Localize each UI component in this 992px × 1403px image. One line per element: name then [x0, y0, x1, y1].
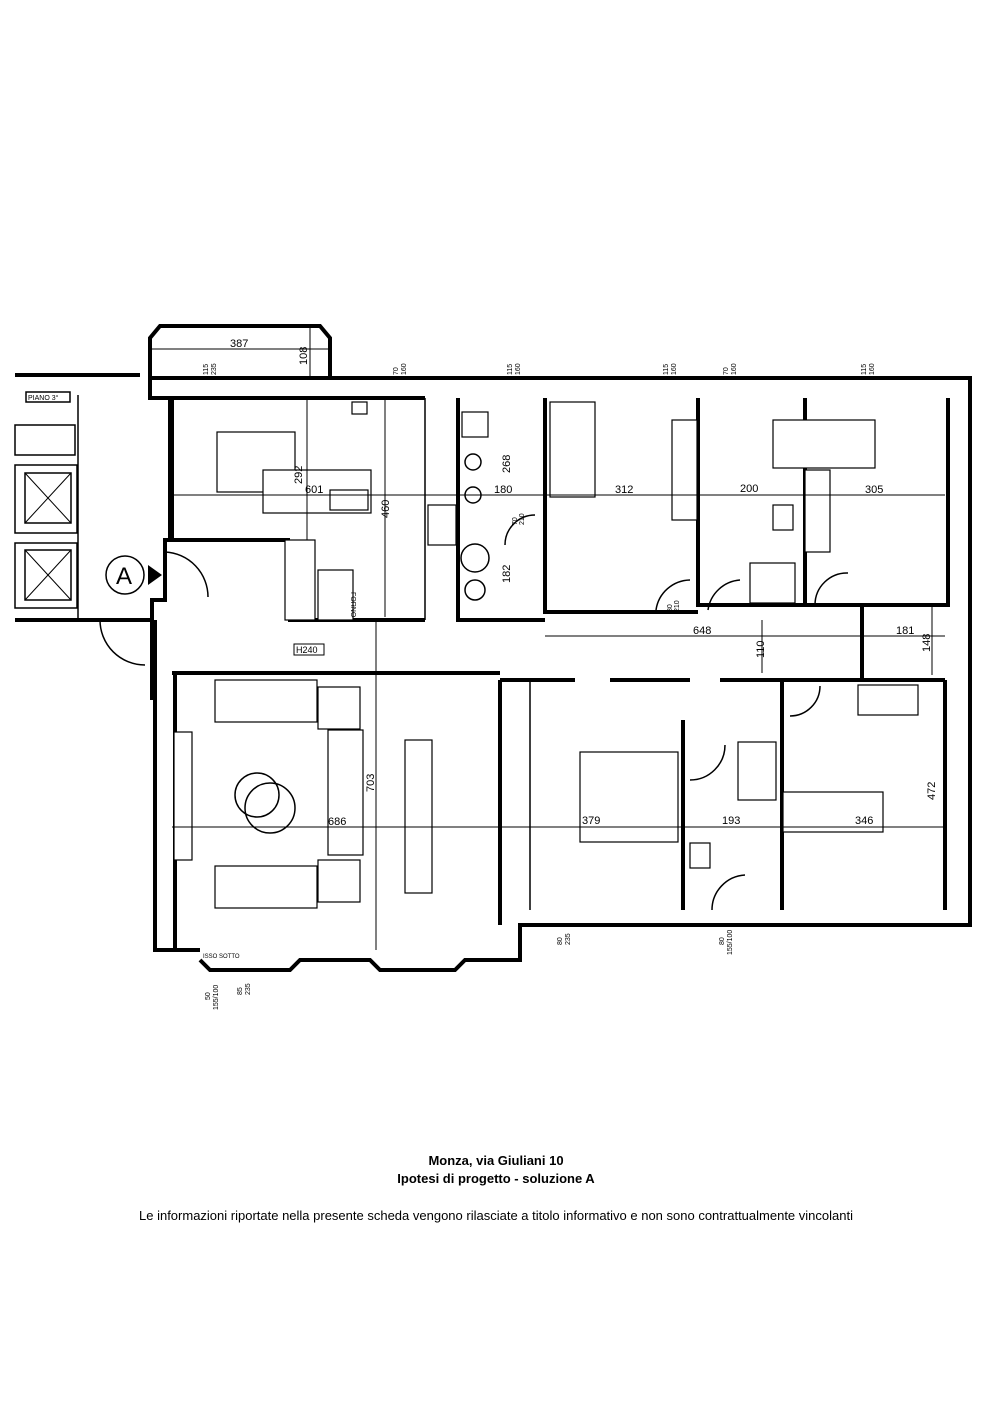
- window-width: 85: [237, 987, 244, 995]
- disclaimer: Le informazioni riportate nella presente…: [139, 1208, 853, 1223]
- dim-bath2-width: 193: [722, 815, 740, 827]
- floor-label: PIANO 3°: [28, 394, 59, 402]
- window-width: 115: [663, 364, 670, 375]
- dimension-lines: [150, 348, 945, 950]
- dim-bedroom2-width: 305: [865, 484, 883, 496]
- door-height: 210: [519, 513, 526, 525]
- dim-balcony-depth: 108: [298, 347, 310, 365]
- under-window-label: ISSO SOTTO: [203, 954, 240, 960]
- floor-label-box: [25, 391, 71, 403]
- window-height: 155/100: [213, 985, 220, 1010]
- dim-bath1-width: 200: [740, 483, 758, 495]
- dim-kitchen-table: 292: [293, 466, 305, 484]
- address-title: Monza, via Giuliani 10: [428, 1153, 564, 1168]
- dim-living-width: 686: [328, 816, 346, 828]
- dim-balcony-width: 387: [230, 338, 248, 350]
- dim-hall-width: 181: [896, 625, 914, 637]
- window-width: 70: [393, 367, 400, 375]
- entrance-marker: A: [99, 551, 209, 666]
- dim-kitchen-depth: 460: [380, 500, 392, 518]
- oven-label: FORNO: [349, 592, 356, 618]
- window-height: 235: [211, 363, 218, 375]
- window-height: 235: [245, 983, 252, 995]
- window-height: 160: [869, 363, 876, 375]
- exterior-walls: [15, 373, 972, 972]
- dim-pantry-depth: 268: [501, 455, 513, 473]
- door-height: 210: [674, 600, 681, 612]
- door-tags: 70 210 80 210: [504, 513, 849, 911]
- window-width: 115: [507, 364, 514, 375]
- dim-bedroom1-width: 312: [615, 484, 633, 496]
- door-width: 70: [512, 517, 519, 525]
- window-width: 50: [205, 992, 212, 1000]
- window-height: 160: [401, 363, 408, 375]
- window-height: 155/100: [727, 930, 734, 955]
- dimension-labels: 387 108 292 601 460 268 180 182 312 200 …: [230, 338, 938, 828]
- window-tags: 115 235 70 160 115 160 115 160 70 160 11…: [203, 363, 876, 1010]
- dim-master-width: 379: [582, 815, 600, 827]
- ceiling-height: H240: [296, 645, 318, 655]
- dim-bedroom3-depth: 472: [926, 782, 938, 800]
- dim-bedroom3-width: 346: [855, 815, 873, 827]
- dim-corridor-length: 648: [693, 625, 711, 637]
- project-subtitle: Ipotesi di progetto - soluzione A: [397, 1171, 595, 1186]
- window-height: 160: [671, 363, 678, 375]
- window-height: 160: [731, 363, 738, 375]
- window-height: 160: [515, 363, 522, 375]
- window-width: 115: [861, 364, 868, 375]
- dim-corridor-width: 110: [755, 640, 767, 658]
- floor-plan: PIANO 3° A: [14, 324, 972, 1010]
- window-width: 80: [557, 937, 564, 945]
- window-height: 235: [565, 933, 572, 945]
- dim-pantry-width: 180: [494, 484, 512, 496]
- dim-living-depth: 703: [365, 774, 377, 792]
- window-width: 80: [719, 937, 726, 945]
- dim-kitchen-width: 601: [305, 484, 323, 496]
- dim-closet-depth: 182: [501, 565, 513, 583]
- elevators: PIANO 3°: [14, 391, 78, 609]
- dim-hall-depth: 148: [921, 634, 933, 652]
- window-width: 115: [203, 364, 210, 375]
- entrance-label: A: [116, 563, 132, 590]
- window-width: 70: [723, 367, 730, 375]
- door-width: 80: [667, 604, 674, 612]
